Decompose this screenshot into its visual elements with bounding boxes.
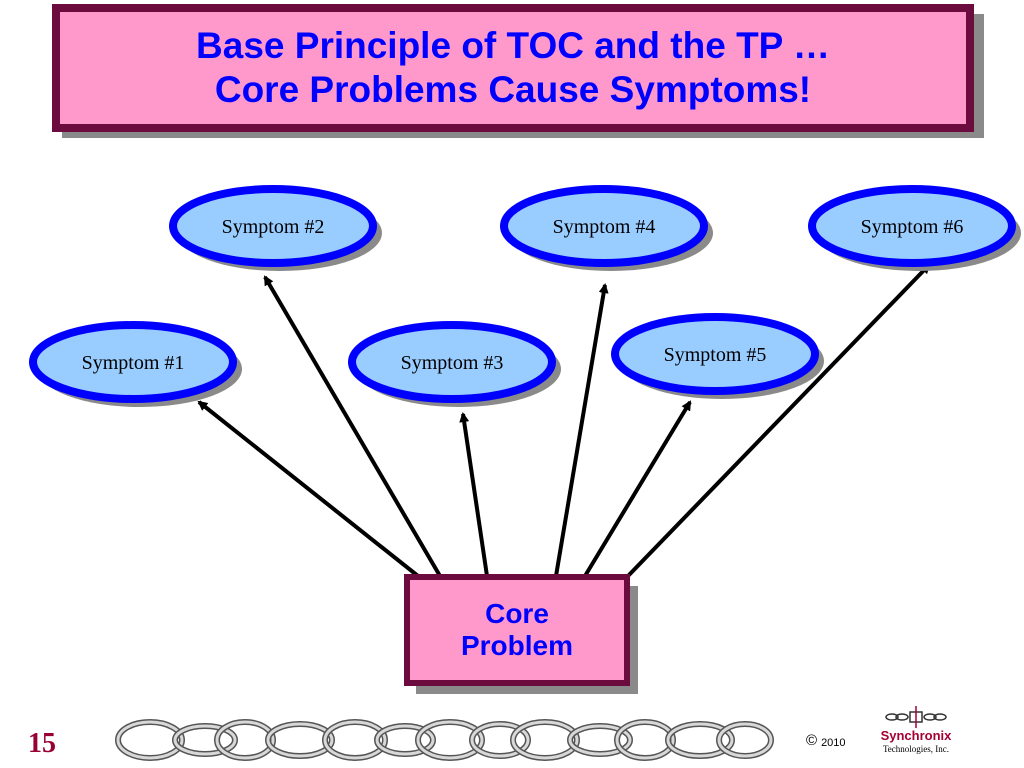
- arrow-to-symptom-1: [197, 400, 420, 578]
- symptom-node-4: Symptom #4: [500, 185, 713, 271]
- symptom-node-2: Symptom #2: [169, 185, 382, 271]
- arrow-to-symptom-4: [554, 283, 609, 577]
- core-problem-line-2: Problem: [460, 630, 574, 661]
- symptom-node-1: Symptom #1: [29, 321, 242, 407]
- slide-title-box: Base Principle of TOC and the TP … Core …: [52, 4, 974, 132]
- slide-title-line-1: Base Principle of TOC and the TP …: [196, 25, 830, 66]
- symptom-label-5: Symptom #5: [664, 344, 767, 366]
- arrow-to-symptom-5: [583, 400, 692, 578]
- arrow-to-symptom-3: [459, 412, 489, 577]
- copyright-year: 2010: [821, 737, 846, 749]
- symptom-label-6: Symptom #6: [861, 216, 964, 238]
- chain-logo-icon: [885, 706, 947, 728]
- copyright-symbol: ©: [806, 732, 818, 749]
- symptom-node-5: Symptom #5: [611, 313, 824, 399]
- symptom-label-1: Symptom #1: [82, 352, 185, 374]
- copyright-notice: © 2010: [806, 732, 846, 749]
- symptom-label-2: Symptom #2: [222, 216, 325, 238]
- core-problem-box: Core Problem: [404, 574, 630, 686]
- slide-number: 15: [28, 728, 56, 759]
- symptom-node-6: Symptom #6: [808, 185, 1021, 271]
- core-problem-line-1: Core: [485, 598, 549, 629]
- cause-arrows: [197, 263, 931, 578]
- arrow-to-symptom-6: [626, 263, 931, 578]
- symptom-node-3: Symptom #3: [348, 321, 561, 407]
- arrow-to-symptom-2: [263, 275, 442, 578]
- company-name: Synchronix: [880, 728, 952, 743]
- company-subtitle: Technologies, Inc.: [882, 744, 950, 754]
- company-logo: Synchronix Technologies, Inc.: [870, 706, 962, 758]
- slide-title-line-2: Core Problems Cause Symptoms!: [214, 69, 812, 110]
- symptom-label-3: Symptom #3: [401, 352, 504, 374]
- symptom-label-4: Symptom #4: [553, 216, 656, 238]
- chain-decoration: [115, 719, 774, 761]
